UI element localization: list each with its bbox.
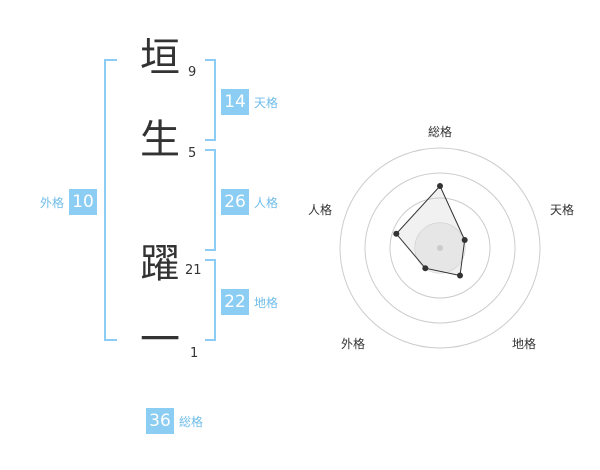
gaikaku-badge: 外格 10: [40, 189, 98, 215]
tenkaku-bracket: [205, 59, 216, 141]
gaikaku-value: 10: [69, 189, 98, 215]
jinkaku-label: 人格: [254, 195, 279, 210]
chikaku-bracket: [205, 259, 216, 341]
radar-ring: [364, 172, 516, 324]
jinkaku-value: 26: [221, 189, 249, 215]
name-char-4: 一: [140, 317, 180, 363]
radar-point-1: [461, 237, 468, 243]
stroke-count-1: 9: [188, 65, 197, 80]
gaikaku-bracket: [104, 59, 117, 341]
radar-center-dot: [437, 245, 443, 251]
radar-axis-label-jinkaku: 人格: [308, 203, 333, 217]
name-char-2: 生: [140, 117, 180, 163]
tenkaku-badge: 14 天格: [221, 89, 278, 115]
tenkaku-label: 天格: [254, 95, 279, 110]
radar-polygon: [395, 185, 466, 277]
radar-point-0: [437, 183, 443, 189]
name-char-1: 垣: [140, 35, 180, 81]
radar-axis-label-chikaku: 地格: [512, 337, 537, 351]
soukaku-badge: 36 総格: [146, 408, 203, 434]
chikaku-value: 22: [221, 289, 249, 315]
radar-ring: [389, 197, 491, 299]
chikaku-label: 地格: [254, 295, 279, 310]
chikaku-badge: 22 地格: [221, 289, 278, 315]
soukaku-label: 総格: [179, 414, 204, 429]
name-char-3: 躍: [140, 241, 180, 287]
radar-axis-label-gaikaku: 外格: [341, 337, 366, 351]
soukaku-value: 36: [146, 408, 174, 434]
radar-point-4: [393, 230, 400, 237]
radar-point-3: [422, 265, 429, 272]
radar-ring: [339, 147, 541, 349]
stroke-count-3: 21: [185, 263, 202, 278]
tenkaku-value: 14: [221, 89, 249, 115]
jinkaku-bracket: [205, 149, 216, 251]
gaikaku-label: 外格: [40, 195, 65, 210]
radar-axis-label-soukaku: 総格: [428, 125, 453, 139]
stroke-count-2: 5: [188, 146, 197, 161]
radar-point-2: [457, 272, 463, 279]
radar-axis-label-tenkaku: 天格: [550, 203, 575, 217]
jinkaku-badge: 26 人格: [221, 189, 278, 215]
stroke-count-4: 1: [190, 346, 199, 361]
